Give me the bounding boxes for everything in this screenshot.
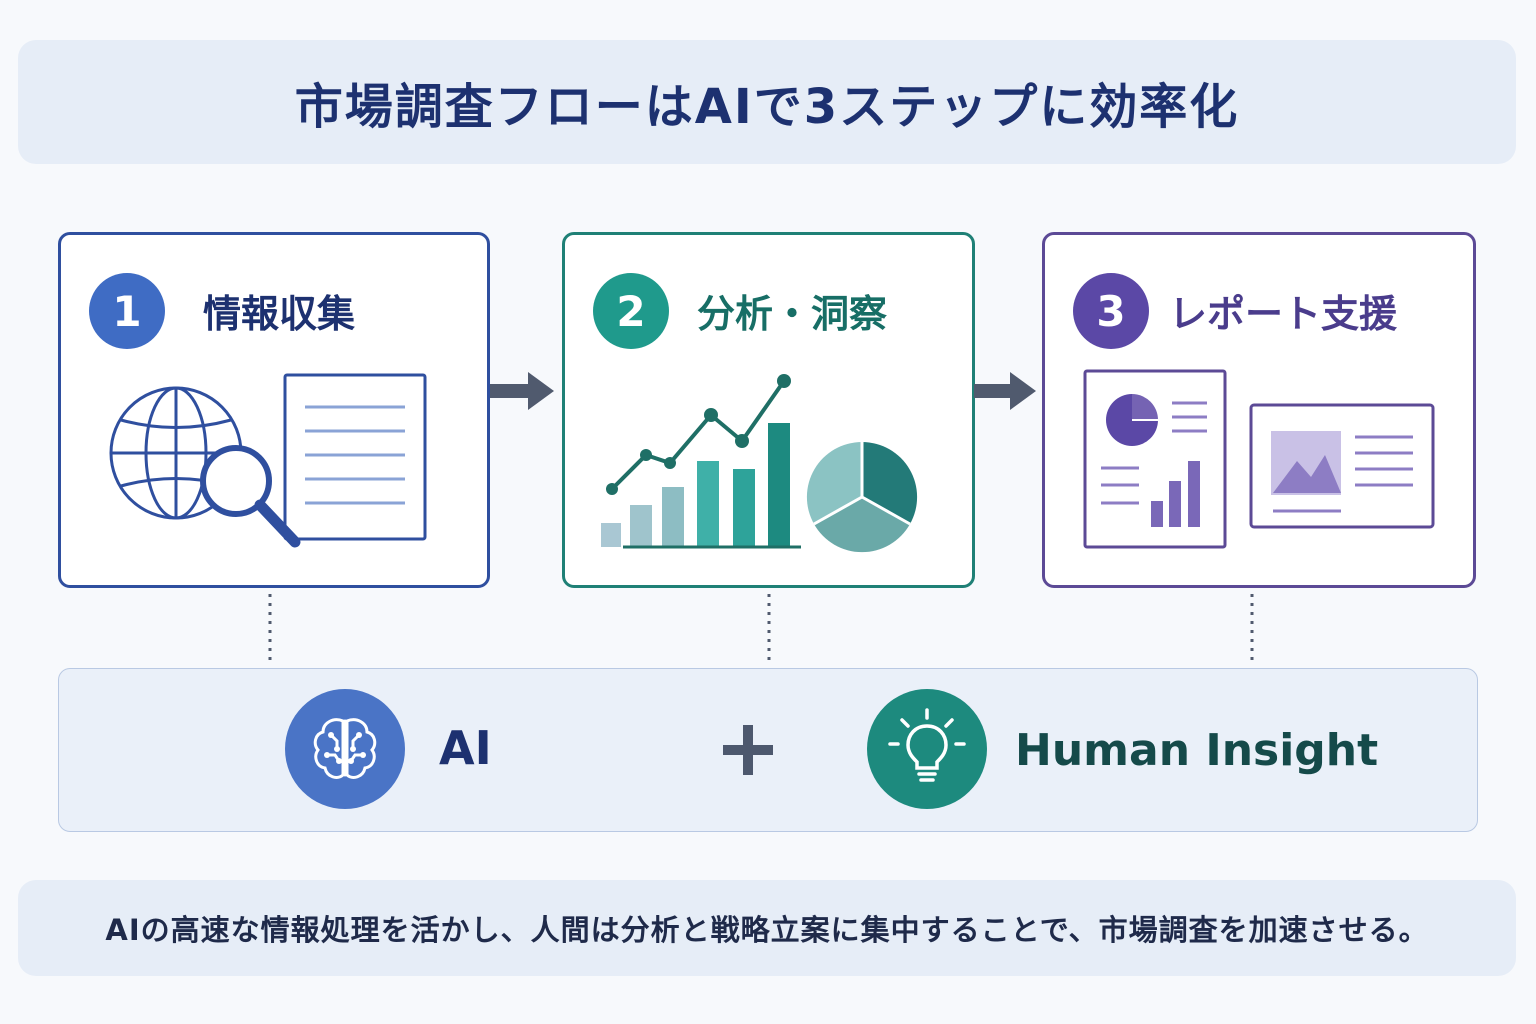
step-card-3: 3 レポート支援 xyxy=(1042,232,1476,588)
step-card-1: 1 情報収集 xyxy=(58,232,490,588)
human-insight-label: Human Insight xyxy=(1015,725,1379,776)
step-number-3: 3 xyxy=(1073,273,1149,349)
title-banner: 市場調査フローはAIで3ステップに効率化 xyxy=(18,40,1516,164)
lightbulb-icon xyxy=(867,689,987,809)
arrow-right-icon xyxy=(490,372,554,410)
arrow-right-icon xyxy=(974,372,1036,410)
step-number-1: 1 xyxy=(89,273,165,349)
ai-human-panel: AI Human Insight xyxy=(58,668,1478,832)
footer-text: AIの高速な情報処理を活かし、人間は分析と戦略立案に集中することで、市場調査を加… xyxy=(105,913,1429,947)
ai-label: AI xyxy=(439,721,492,775)
brain-circuit-icon xyxy=(285,689,405,809)
connector-line-3 xyxy=(1250,594,1254,666)
connector-line-1 xyxy=(268,594,272,666)
step-number-2: 2 xyxy=(593,273,669,349)
globe-search-document-icon xyxy=(109,373,427,548)
connector-line-2 xyxy=(767,594,771,666)
chart-pie-icon xyxy=(601,374,918,553)
report-presentation-icon xyxy=(1083,369,1435,549)
step-card-2: 2 分析・洞察 xyxy=(562,232,975,588)
page-title: 市場調査フローはAIで3ステップに効率化 xyxy=(294,79,1240,135)
step-label-1: 情報収集 xyxy=(203,292,356,336)
step-label-2: 分析・洞察 xyxy=(697,292,888,336)
footer-banner: AIの高速な情報処理を活かし、人間は分析と戦略立案に集中することで、市場調査を加… xyxy=(18,880,1516,976)
step-label-3: レポート支援 xyxy=(1169,292,1398,336)
plus-icon xyxy=(723,725,773,775)
